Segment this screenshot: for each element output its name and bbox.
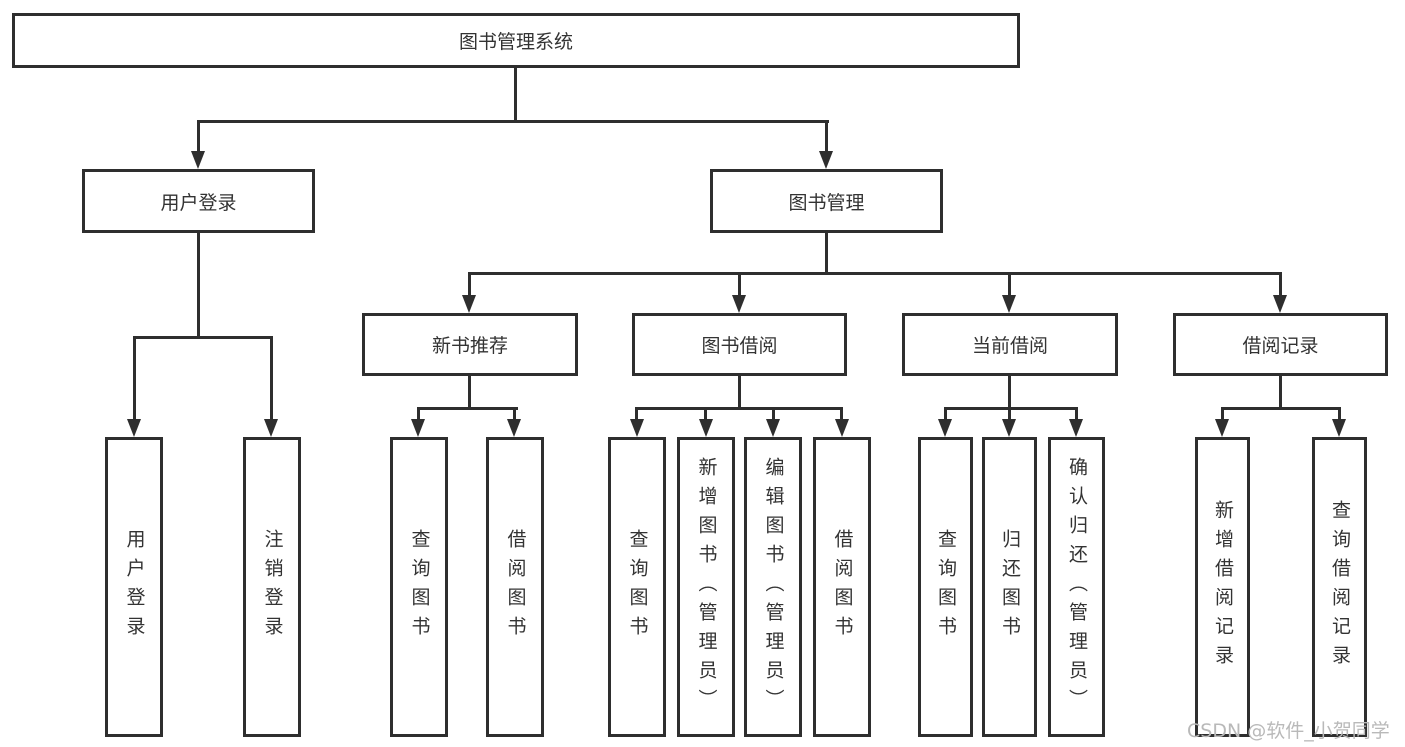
arrow-down-icon <box>1273 295 1287 313</box>
node-leaf-edit-book-admin: 编辑图书（管理员） <box>744 437 802 737</box>
arrow-down-icon <box>1069 419 1083 437</box>
connector <box>840 407 843 422</box>
connector <box>417 407 518 410</box>
connector <box>468 373 471 410</box>
arrow-down-icon <box>411 419 425 437</box>
connector <box>772 407 775 422</box>
arrow-down-icon <box>630 419 644 437</box>
connector <box>1221 407 1224 422</box>
arrow-down-icon <box>819 151 833 169</box>
connector <box>270 336 273 422</box>
arrow-down-icon <box>1332 419 1346 437</box>
node-leaf-add-borrow-record: 新增借阅记录 <box>1195 437 1250 737</box>
node-leaf-logout: 注销登录 <box>243 437 301 737</box>
connector <box>197 120 829 123</box>
node-book-management: 图书管理 <box>710 169 943 233</box>
node-leaf-borrow-books-recommend: 借阅图书 <box>486 437 544 737</box>
arrow-down-icon <box>835 419 849 437</box>
node-book-borrowing: 图书借阅 <box>632 313 847 376</box>
arrow-down-icon <box>462 295 476 313</box>
arrow-down-icon <box>1215 419 1229 437</box>
connector <box>738 272 741 298</box>
arrow-down-icon <box>732 295 746 313</box>
connector <box>133 336 273 339</box>
connector <box>1008 407 1011 422</box>
connector <box>197 230 200 339</box>
node-borrow-records: 借阅记录 <box>1173 313 1388 376</box>
csdn-watermark: CSDN @软件_小贺同学 <box>1187 720 1390 742</box>
connector <box>1075 407 1078 422</box>
connector <box>944 407 1078 410</box>
node-leaf-return-books: 归还图书 <box>982 437 1037 737</box>
arrow-down-icon <box>938 419 952 437</box>
connector <box>704 407 707 422</box>
node-leaf-query-borrow-record: 查询借阅记录 <box>1312 437 1367 737</box>
arrow-down-icon <box>1002 295 1016 313</box>
node-leaf-add-book-admin: 新增图书（管理员） <box>677 437 735 737</box>
connector <box>825 120 828 154</box>
connector <box>1338 407 1341 422</box>
node-leaf-query-books-recommend: 查询图书 <box>390 437 448 737</box>
connector <box>944 407 947 422</box>
node-user-login: 用户登录 <box>82 169 315 233</box>
connector <box>635 407 843 410</box>
connector <box>825 230 828 275</box>
arrow-down-icon <box>766 419 780 437</box>
connector <box>1279 373 1282 410</box>
node-new-book-recommend: 新书推荐 <box>362 313 578 376</box>
arrow-down-icon <box>507 419 521 437</box>
node-current-borrowing: 当前借阅 <box>902 313 1118 376</box>
connector <box>1221 407 1341 410</box>
connector <box>635 407 638 422</box>
node-leaf-borrow-books: 借阅图书 <box>813 437 871 737</box>
connector <box>1008 373 1011 410</box>
connector <box>133 336 136 422</box>
connector <box>514 66 517 123</box>
node-leaf-query-books-borrowing: 查询图书 <box>608 437 666 737</box>
arrow-down-icon <box>191 151 205 169</box>
connector <box>1279 272 1282 298</box>
arrow-down-icon <box>699 419 713 437</box>
connector <box>417 407 420 422</box>
connector <box>738 373 741 410</box>
node-leaf-confirm-return-admin: 确认归还（管理员） <box>1048 437 1105 737</box>
arrow-down-icon <box>264 419 278 437</box>
connector <box>468 272 471 298</box>
arrow-down-icon <box>1002 419 1016 437</box>
connector <box>468 272 1281 275</box>
connector <box>197 120 200 154</box>
arrow-down-icon <box>127 419 141 437</box>
node-leaf-query-books-current: 查询图书 <box>918 437 973 737</box>
connector <box>513 407 516 422</box>
node-leaf-user-login: 用户登录 <box>105 437 163 737</box>
connector <box>1008 272 1011 298</box>
node-library-system: 图书管理系统 <box>12 13 1020 68</box>
